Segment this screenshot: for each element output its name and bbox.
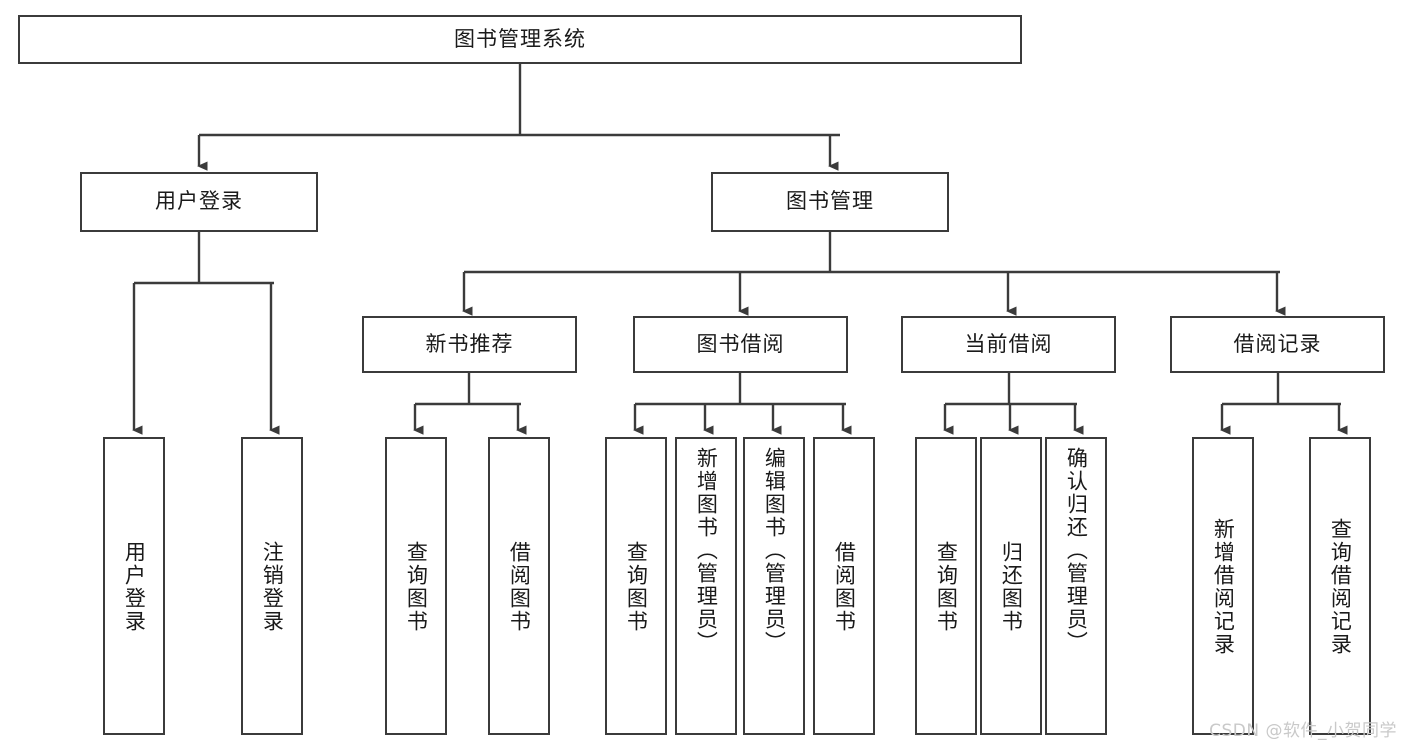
leaf-current-confirm-return-admin[interactable]: 确认归还（管理员） [1045,437,1107,735]
leaf-current-query-books[interactable]: 查询图书 [915,437,977,735]
node-user-login[interactable]: 用户登录 [80,172,318,232]
node-book-management[interactable]: 图书管理 [711,172,949,232]
node-label: 当前借阅 [964,331,1053,356]
leaf-label: 查询借阅记录 [1328,518,1353,656]
leaf-label: 查询图书 [624,541,649,633]
node-label: 借阅记录 [1233,331,1322,356]
node-label: 图书借阅 [696,331,785,356]
leaf-label: 新增借阅记录 [1211,518,1236,656]
leaf-newbook-borrow-books[interactable]: 借阅图书 [488,437,550,735]
leaf-user-login-login[interactable]: 用户登录 [103,437,165,735]
leaf-label: 借阅图书 [832,541,857,633]
node-book-borrow[interactable]: 图书借阅 [633,316,848,373]
leaf-borrow-query-books[interactable]: 查询图书 [605,437,667,735]
leaf-user-login-logout[interactable]: 注销登录 [241,437,303,735]
leaf-label: 借阅图书 [507,541,532,633]
leaf-label: 用户登录 [122,541,147,633]
leaf-label: 查询图书 [404,541,429,633]
leaf-label: 新增图书（管理员） [694,447,719,654]
node-label: 图书管理 [786,189,874,214]
leaf-newbook-query-books[interactable]: 查询图书 [385,437,447,735]
leaf-label: 查询图书 [934,541,959,633]
leaf-label: 确认归还（管理员） [1064,447,1089,654]
node-current-borrow[interactable]: 当前借阅 [901,316,1116,373]
node-new-book-recommend[interactable]: 新书推荐 [362,316,577,373]
leaf-label: 编辑图书（管理员） [762,447,787,654]
csdn-watermark: CSDN @软件_小贺同学 [1209,721,1397,741]
leaf-label: 注销登录 [260,541,285,633]
leaf-current-return-books[interactable]: 归还图书 [980,437,1042,735]
leaf-borrow-add-book-admin[interactable]: 新增图书（管理员） [675,437,737,735]
node-borrow-record[interactable]: 借阅记录 [1170,316,1385,373]
leaf-label: 归还图书 [999,541,1024,633]
node-root-book-management-system[interactable]: 图书管理系统 [18,15,1022,64]
node-label: 图书管理系统 [454,26,586,51]
leaf-borrow-borrow-books[interactable]: 借阅图书 [813,437,875,735]
leaf-record-add-borrow-record[interactable]: 新增借阅记录 [1192,437,1254,735]
leaf-record-query-borrow-record[interactable]: 查询借阅记录 [1309,437,1371,735]
node-label: 新书推荐 [425,331,514,356]
leaf-borrow-edit-book-admin[interactable]: 编辑图书（管理员） [743,437,805,735]
node-label: 用户登录 [155,189,243,214]
